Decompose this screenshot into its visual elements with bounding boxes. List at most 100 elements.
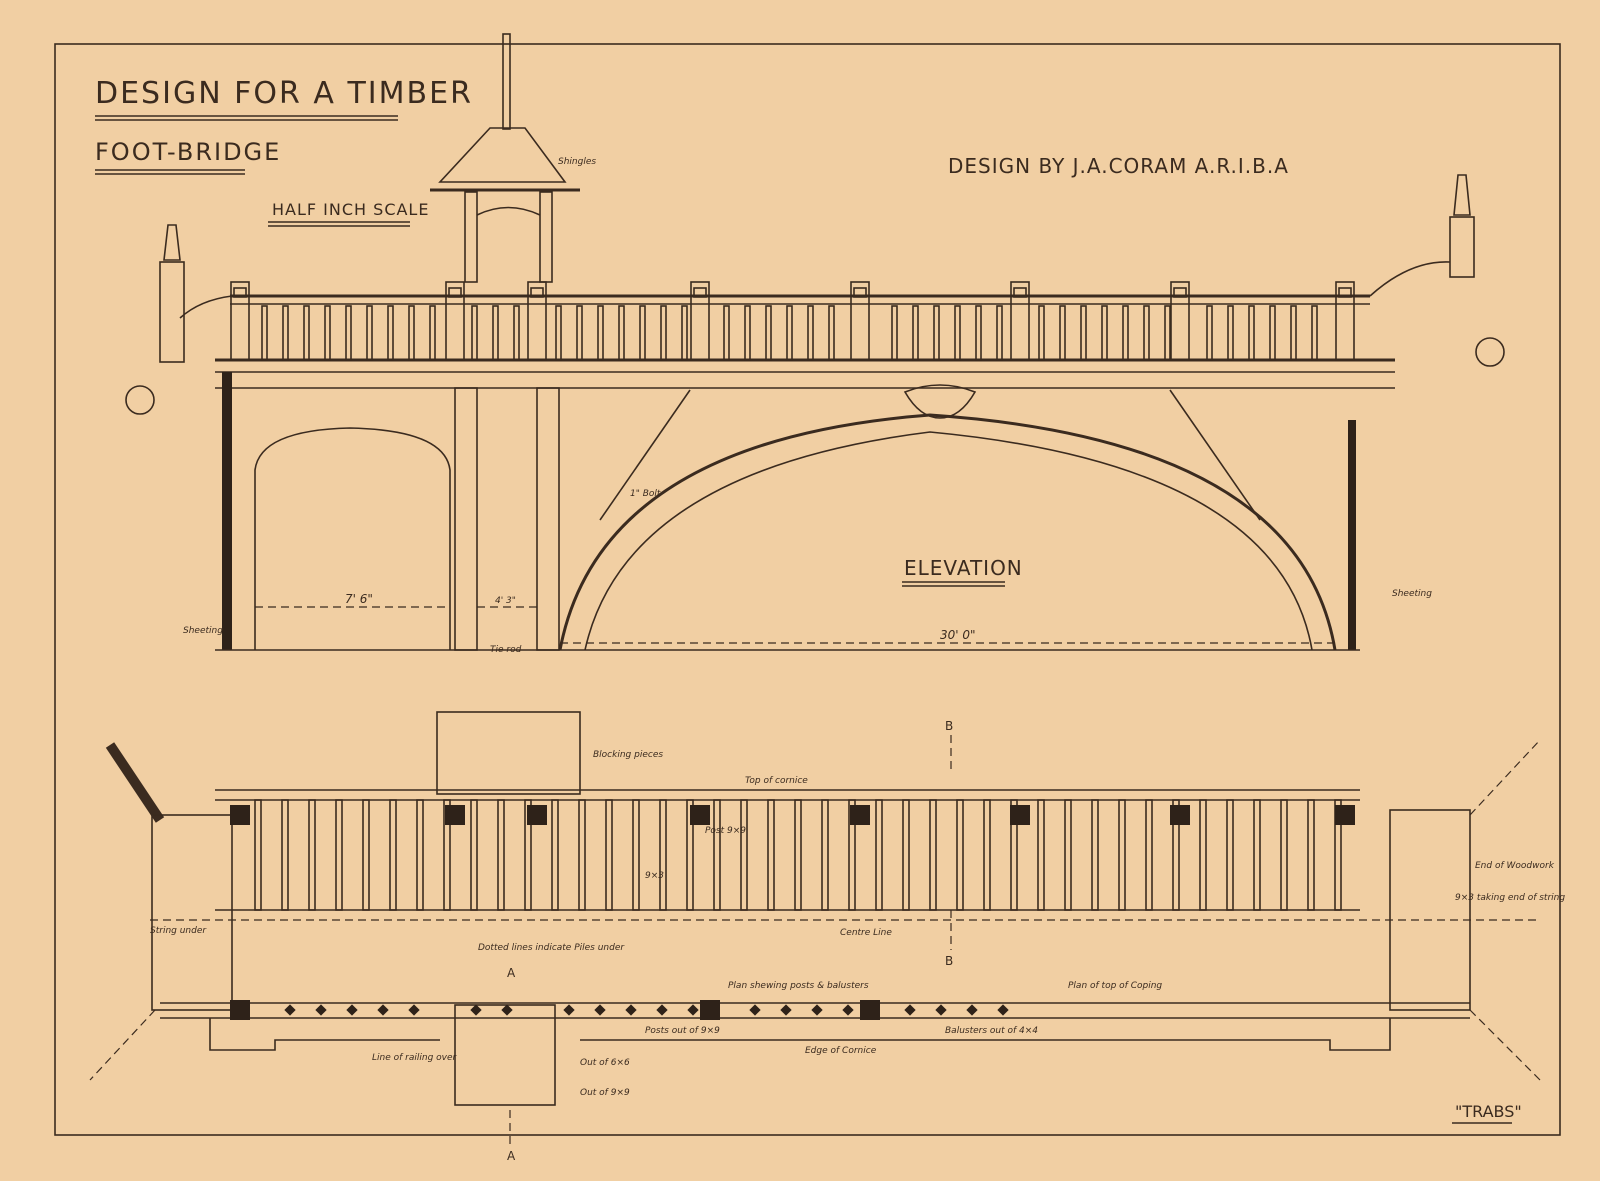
coping-baluster (625, 1004, 637, 1016)
plan-baluster (281, 799, 289, 911)
shingles-label: Shingles (558, 157, 596, 167)
baluster (597, 305, 604, 361)
drawing-border (54, 43, 1561, 1136)
coping-baluster (749, 1004, 761, 1016)
cornice-edge-label: Edge of Cornice (805, 1046, 877, 1056)
baluster (1122, 305, 1129, 361)
post-cap (853, 287, 867, 298)
coping-baluster (346, 1004, 358, 1016)
post-label: Post 9×9 (705, 826, 746, 836)
canopy-plan (436, 711, 581, 795)
baluster (576, 305, 583, 361)
baluster (366, 305, 373, 361)
plan-baluster (524, 799, 532, 911)
post-cap (233, 287, 247, 298)
elevation-posts (230, 281, 1355, 361)
plan-baluster (1091, 799, 1099, 911)
baluster (807, 305, 814, 361)
coping-baluster (811, 1004, 823, 1016)
right-abutment-sheeting (1348, 420, 1356, 650)
dim-main-span: 30' 0" (940, 628, 976, 642)
bolt-label: 1" Bolt (630, 489, 661, 499)
posts-out-label: Posts out of 9×9 (645, 1026, 720, 1036)
coping-baluster (966, 1004, 978, 1016)
left-end-post (125, 224, 233, 415)
plan-baluster (416, 799, 424, 911)
plan-baluster (929, 799, 937, 911)
railing-post (850, 281, 870, 361)
plan-baluster (875, 799, 883, 911)
canopy-shelter (430, 33, 580, 283)
plan-post (527, 805, 547, 825)
plan-baluster (956, 799, 964, 911)
coping-baluster (687, 1004, 699, 1016)
joist-label: 9×3 (645, 871, 664, 881)
baluster (513, 305, 520, 361)
baluster (954, 305, 961, 361)
plan-baluster (686, 799, 694, 911)
plan-baluster (1307, 799, 1315, 911)
dim-pier: 4' 3" (495, 596, 516, 606)
baluster (933, 305, 940, 361)
plan-baluster (1010, 799, 1018, 911)
elevation-heading: ELEVATION (904, 556, 1023, 580)
coping-baluster (284, 1004, 296, 1016)
plan-baluster (1172, 799, 1180, 911)
plan-baluster (1037, 799, 1045, 911)
post-cap (1013, 287, 1027, 298)
baluster (786, 305, 793, 361)
plan-baluster (470, 799, 478, 911)
plan-baluster (605, 799, 613, 911)
elevation-view: 7' 6" 4' 3" 30' 0" Tie rod 1" Bolt Shing… (125, 33, 1505, 655)
baluster (828, 305, 835, 361)
plan-post (1335, 805, 1355, 825)
post-cap (530, 287, 544, 298)
baluster (681, 305, 688, 361)
baluster (1248, 305, 1255, 361)
coping-baluster (563, 1004, 575, 1016)
baluster (1206, 305, 1213, 361)
title-block: DESIGN FOR A TIMBER FOOT-BRIDGE HALF INC… (95, 76, 1289, 227)
balusters-out-label: Balusters out of 4×4 (945, 1026, 1038, 1036)
sheeting-label-left: Sheeting (183, 626, 223, 636)
baluster (744, 305, 751, 361)
coping-baluster (842, 1004, 854, 1016)
plan-baluster (1199, 799, 1207, 911)
baluster (1080, 305, 1087, 361)
scale-label: HALF INCH SCALE (272, 200, 429, 219)
post-cap (1338, 287, 1352, 298)
plan-baluster (1226, 799, 1234, 911)
baluster (618, 305, 625, 361)
author-credit: DESIGN BY J.A.CORAM A.R.I.B.A (948, 154, 1289, 178)
baluster (1059, 305, 1066, 361)
plan-baluster (767, 799, 775, 911)
baluster (975, 305, 982, 361)
blocking-pieces-label: Blocking pieces (593, 750, 663, 760)
railing-post (1335, 281, 1355, 361)
baluster (555, 305, 562, 361)
coping-baluster (935, 1004, 947, 1016)
baluster (1164, 305, 1171, 361)
coping-baluster (377, 1004, 389, 1016)
title-line-1: DESIGN FOR A TIMBER (95, 76, 473, 111)
railing-post (690, 281, 710, 361)
plan-baluster (983, 799, 991, 911)
plan-baluster (254, 799, 262, 911)
baluster (996, 305, 1003, 361)
coping-baluster (470, 1004, 482, 1016)
section-b-top: B (945, 719, 953, 733)
baluster (408, 305, 415, 361)
plan-baluster (335, 799, 343, 911)
left-wing-wall (105, 742, 165, 823)
plan-post (1170, 805, 1190, 825)
plan-post (1010, 805, 1030, 825)
coping-post (700, 1000, 720, 1020)
coping-baluster (656, 1004, 668, 1016)
baluster (912, 305, 919, 361)
baluster (261, 305, 268, 361)
top-of-cornice-label: Top of cornice (745, 776, 808, 786)
baluster (639, 305, 646, 361)
railing-post (445, 281, 465, 361)
tie-rod-label: Tie rod (490, 645, 522, 655)
